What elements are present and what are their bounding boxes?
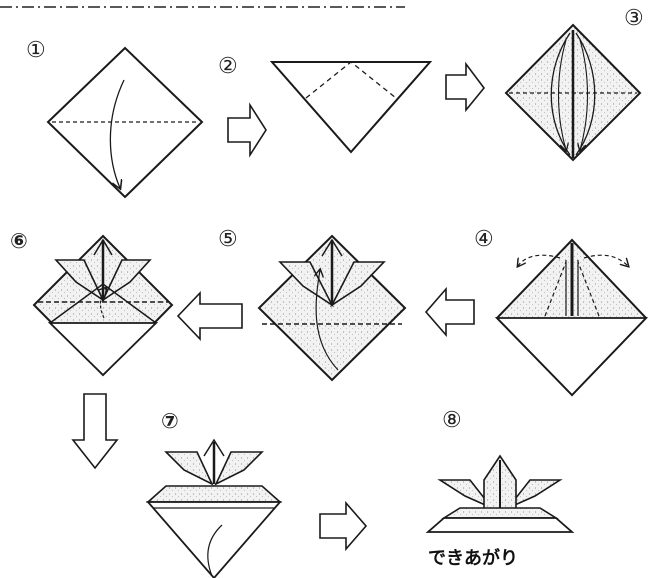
arrow-down-icon xyxy=(73,394,117,468)
step-5-number: ⑤ xyxy=(218,227,238,252)
step-2-diagram xyxy=(272,62,430,152)
step-1-diagram xyxy=(48,48,202,197)
step-8-number: ⑧ xyxy=(442,408,462,433)
step-4-number: ④ xyxy=(474,227,494,252)
arrow-right-icon xyxy=(228,105,266,155)
step-8-diagram xyxy=(428,456,572,532)
step-2-number: ② xyxy=(218,54,238,79)
step-3-number: ③ xyxy=(624,6,644,31)
arrow-right-icon xyxy=(446,64,484,110)
step-7-number: ⑦ xyxy=(161,409,179,433)
arrow-left-icon xyxy=(426,289,474,335)
step-3-diagram xyxy=(506,25,640,160)
step-6-diagram xyxy=(34,236,172,375)
completion-caption: できあがり xyxy=(428,544,518,570)
step-7-diagram xyxy=(148,440,280,578)
arrow-left-icon xyxy=(178,293,242,339)
step-6-number: ⑥ xyxy=(10,229,28,253)
step-4-diagram xyxy=(497,240,646,395)
step-5-diagram xyxy=(259,236,405,380)
arrow-right-icon xyxy=(320,503,366,549)
step-1-number: ① xyxy=(26,38,46,63)
